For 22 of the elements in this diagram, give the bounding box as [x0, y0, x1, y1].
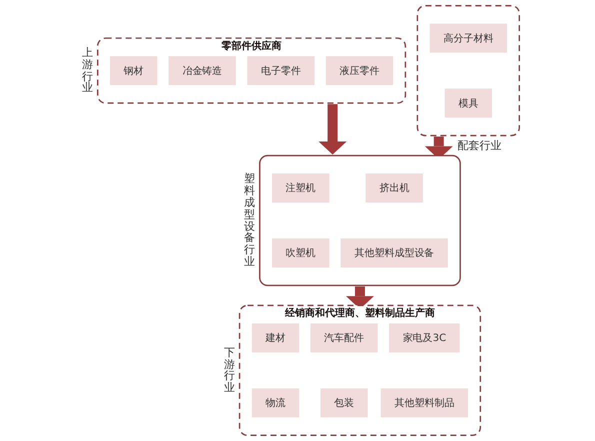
node-box: 钢材: [110, 56, 158, 86]
cluster: [417, 5, 520, 136]
node-box: 冶金铸造: [169, 56, 236, 86]
node-box: 汽车配件: [310, 323, 378, 352]
node-box: 包装: [320, 388, 368, 418]
node-box: 吹塑机: [272, 238, 330, 268]
node-box: 其他塑料制品: [381, 388, 469, 418]
node-box: 物流: [252, 388, 300, 418]
side-label: 上游行业: [82, 46, 94, 94]
node-box: 电子零件: [248, 56, 315, 86]
node-box: 高分子材料: [430, 24, 508, 53]
node-box: 液压零件: [326, 56, 394, 86]
node-box: 挤出机: [366, 174, 424, 203]
node-box: 模具: [445, 88, 492, 118]
side-label: 塑料成型设备行业: [244, 173, 256, 268]
node-box: 建材: [252, 323, 300, 352]
cluster: [260, 154, 462, 286]
group-caption: 配套行业: [457, 140, 502, 152]
node-box: 家电及3C: [390, 323, 460, 352]
node-box: 注塑机: [272, 174, 330, 203]
node-box: 其他塑料成型设备: [341, 238, 448, 268]
side-label: 下游行业: [224, 346, 236, 394]
